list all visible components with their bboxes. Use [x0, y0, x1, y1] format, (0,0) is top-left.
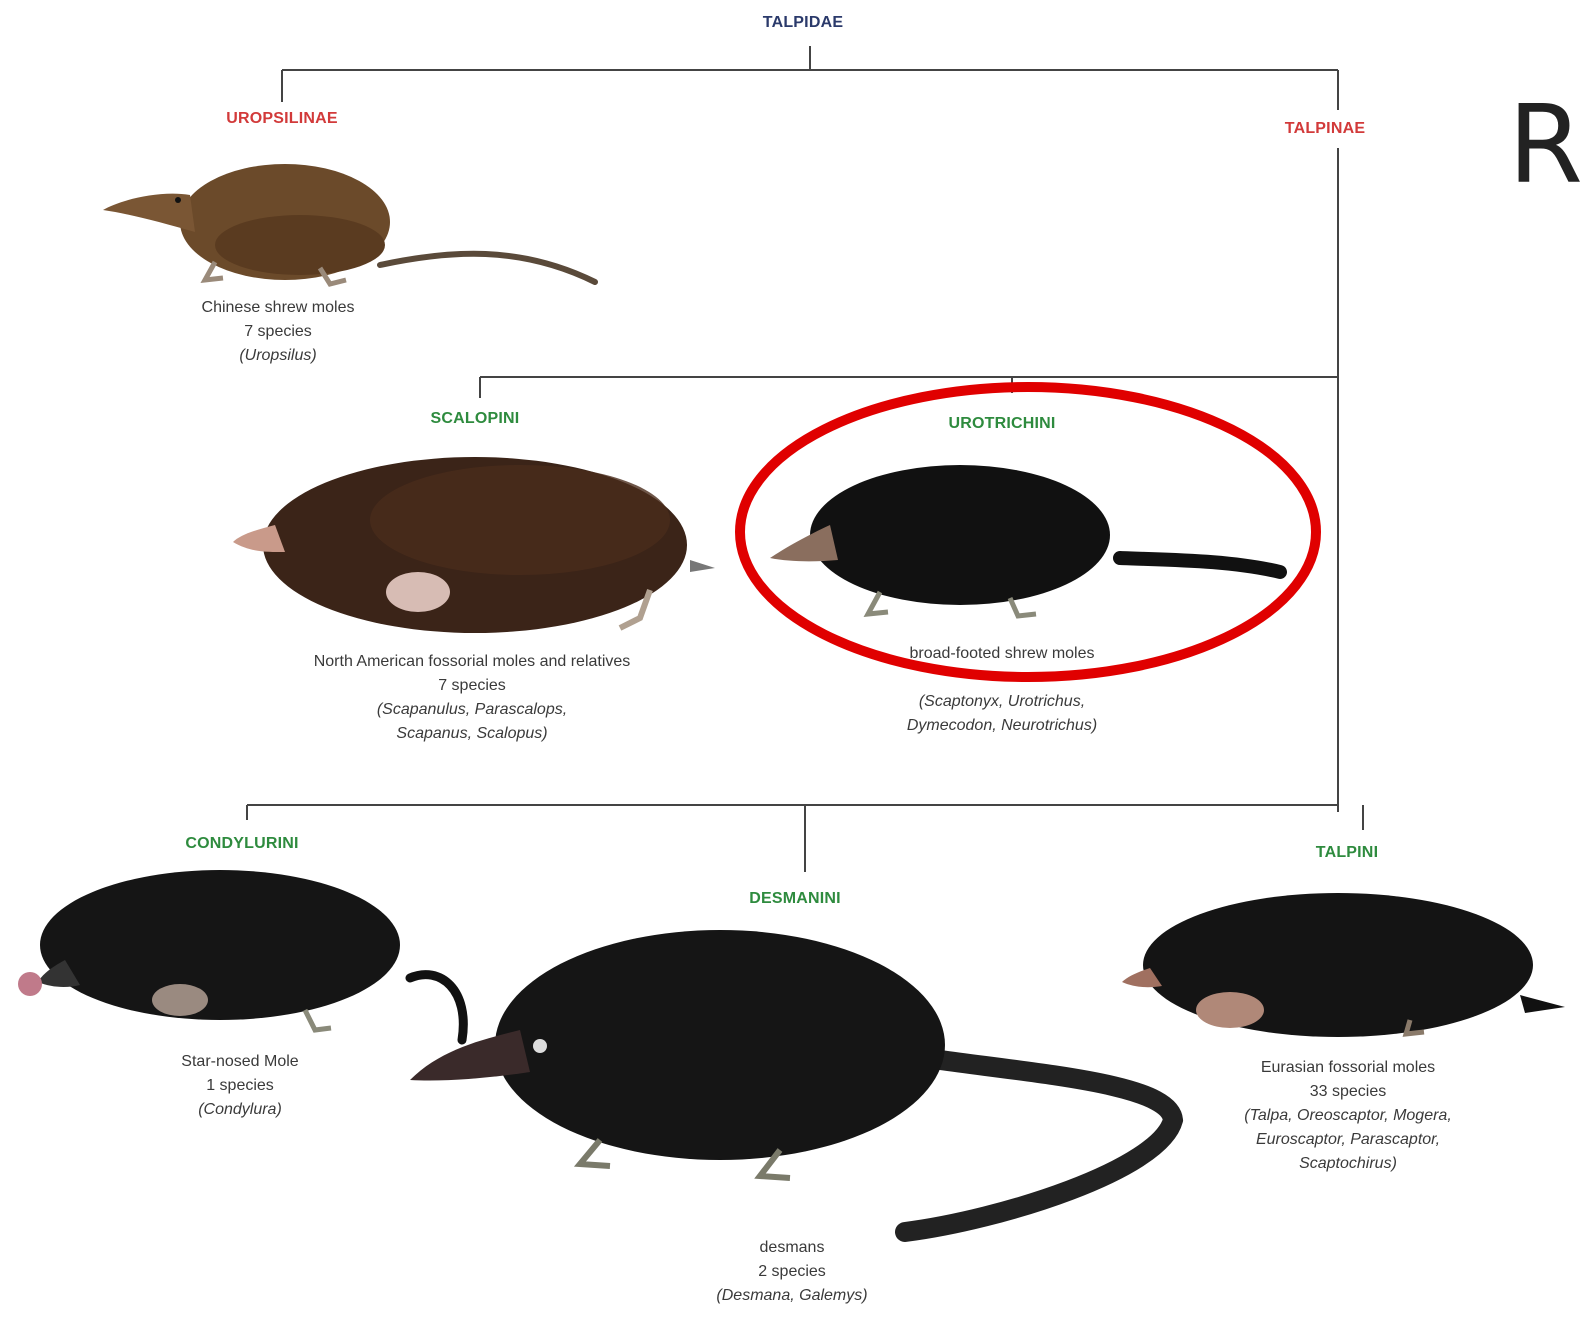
broad-footed-shrew-mole-illustration — [770, 465, 1280, 616]
tribe-label-desmanini: DESMANINI — [749, 890, 841, 908]
caption-genera: (Uropsilus) — [239, 347, 316, 364]
caption-species-count: 33 species — [1244, 1080, 1452, 1104]
caption-genera: (Talpa, Oreoscaptor, Mogera, — [1244, 1107, 1452, 1124]
caption-common-name: Eurasian fossorial moles — [1244, 1056, 1452, 1080]
fossorial-mole-illustration — [233, 457, 715, 633]
desman-illustration — [410, 930, 1173, 1232]
caption-species-count: 1 species — [181, 1074, 298, 1098]
tree-connectors — [247, 46, 1363, 872]
caption-common-name: broad-footed shrew moles — [907, 642, 1097, 666]
caption-genera: (Desmana, Galemys) — [716, 1287, 867, 1304]
caption-common-name: Star-nosed Mole — [181, 1050, 298, 1074]
tribe-label-scalopini: SCALOPINI — [431, 410, 520, 428]
subfamily-label-talpinae: TALPINAE — [1285, 120, 1365, 138]
caption-desmanini: desmans 2 species (Desmana, Galemys) — [716, 1236, 867, 1308]
caption-urotrichini: broad-footed shrew moles (Scaptonyx, Uro… — [907, 642, 1097, 738]
caption-common-name: North American fossorial moles and relat… — [314, 650, 631, 674]
caption-genera-cont-2: Scaptochirus) — [1299, 1155, 1397, 1172]
caption-common-name: Chinese shrew moles — [202, 296, 355, 320]
caption-species-count: 7 species — [202, 320, 355, 344]
family-label-talpidae: TALPIDAE — [763, 14, 843, 32]
caption-genera-cont: Scapanus, Scalopus) — [396, 725, 547, 742]
caption-uropsilinae: Chinese shrew moles 7 species (Uropsilus… — [202, 296, 355, 368]
subfamily-label-uropsilinae: UROPSILINAE — [226, 110, 338, 128]
caption-talpini: Eurasian fossorial moles 33 species (Tal… — [1244, 1056, 1452, 1176]
side-letter: R — [1508, 92, 1583, 200]
caption-genera: (Scapanulus, Parascalops, — [377, 701, 567, 718]
eurasian-mole-illustration — [1122, 893, 1565, 1037]
tribe-label-urotrichini: UROTRICHINI — [948, 415, 1055, 433]
tribe-label-talpini: TALPINI — [1316, 844, 1378, 862]
caption-species-count: 2 species — [716, 1260, 867, 1284]
caption-condylurini: Star-nosed Mole 1 species (Condylura) — [181, 1050, 298, 1122]
caption-genera-cont: Dymecodon, Neurotrichus) — [907, 717, 1097, 734]
caption-genera-cont: Euroscaptor, Parascaptor, — [1256, 1131, 1440, 1148]
shrew-mole-illustration — [103, 164, 595, 284]
caption-common-name: desmans — [716, 1236, 867, 1260]
star-nosed-mole-illustration — [18, 870, 463, 1040]
caption-genera: (Scaptonyx, Urotrichus, — [919, 693, 1085, 710]
tribe-label-condylurini: CONDYLURINI — [185, 835, 298, 853]
caption-species-count: 7 species — [314, 674, 631, 698]
caption-genera: (Condylura) — [198, 1101, 282, 1118]
caption-scalopini: North American fossorial moles and relat… — [314, 650, 631, 746]
